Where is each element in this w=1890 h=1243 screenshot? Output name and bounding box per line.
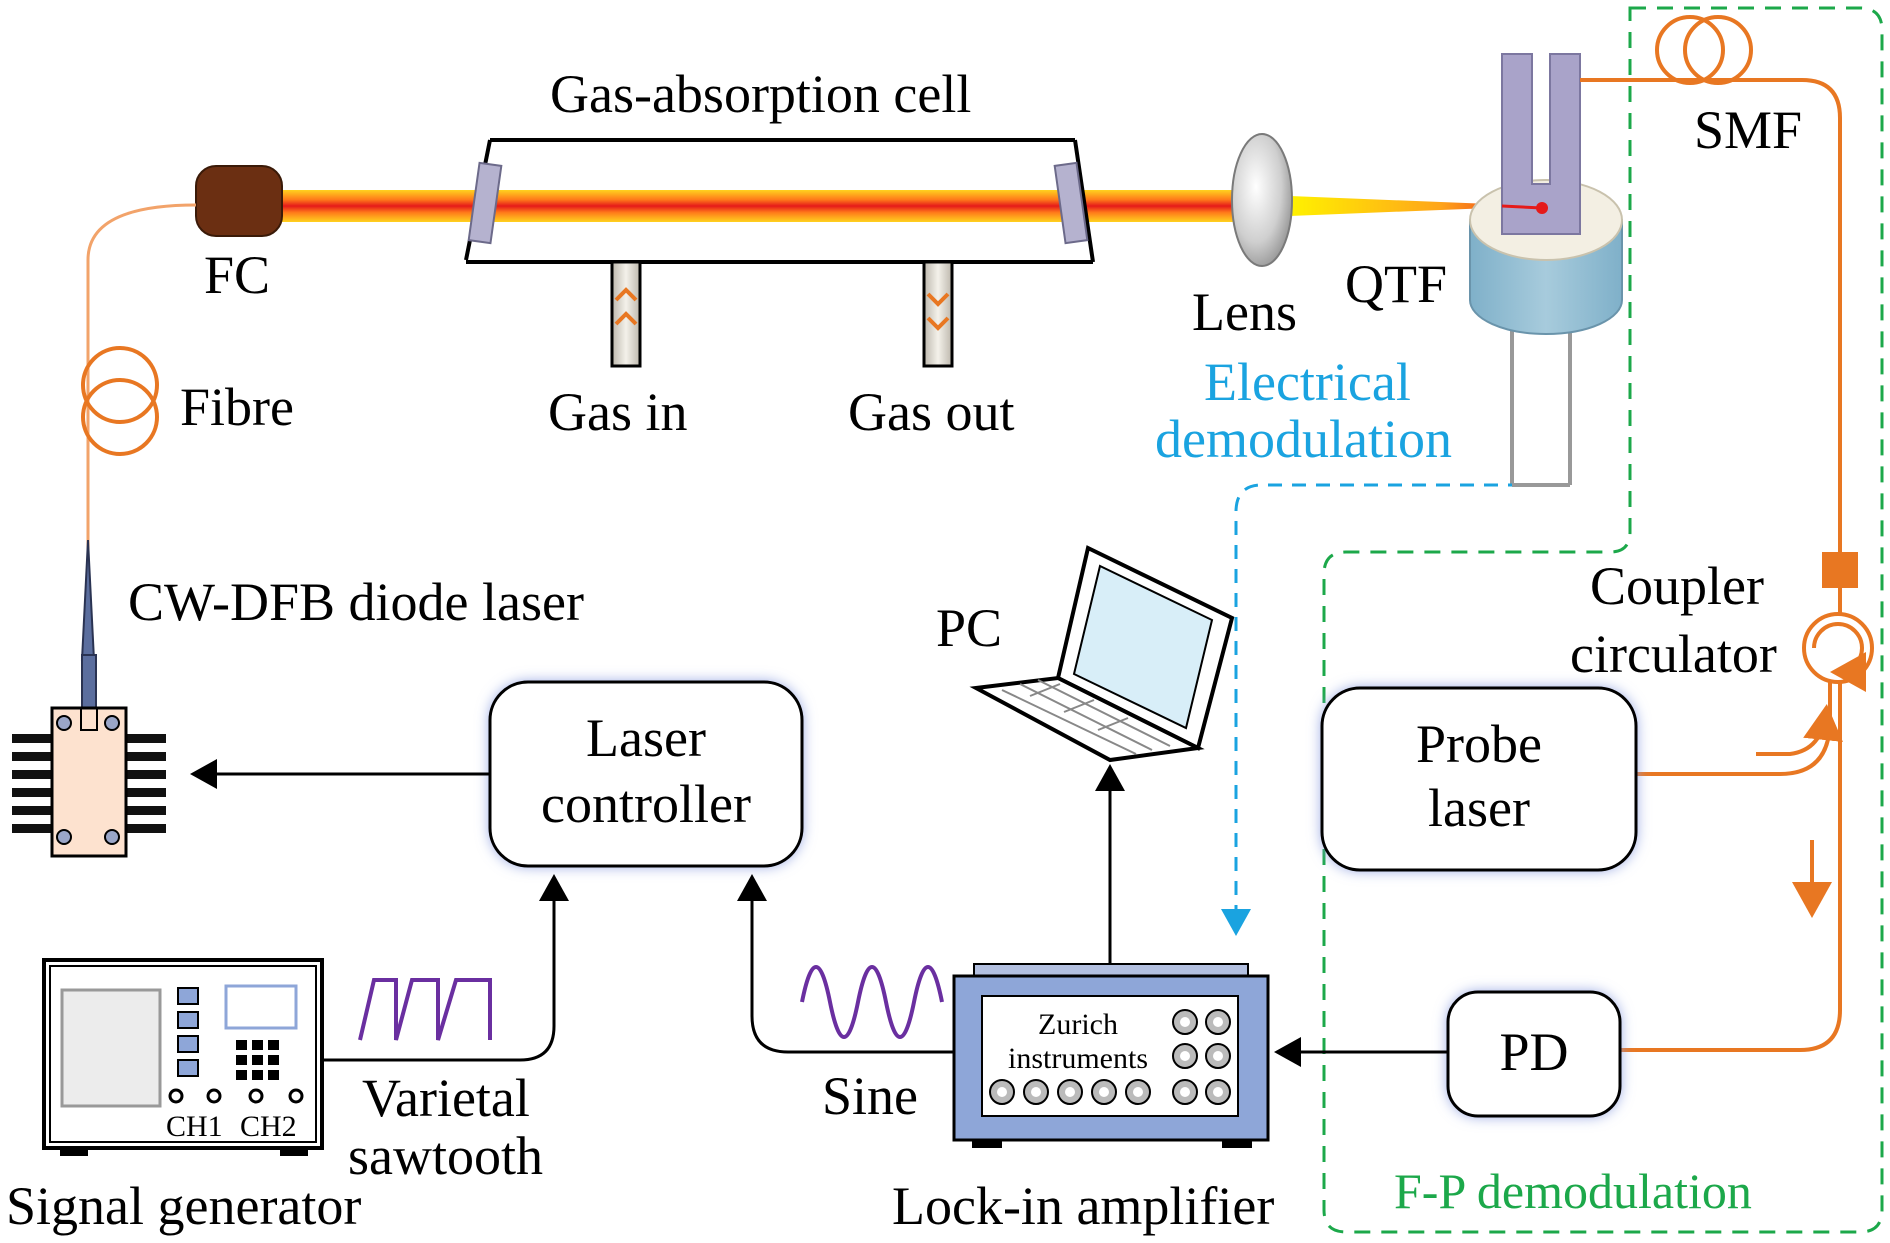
- fp-demod-label: F-P demodulation: [1394, 1163, 1752, 1219]
- coupler-icon: [1822, 552, 1858, 588]
- gas-absorption-cell: [464, 138, 1095, 368]
- signal-generator: [42, 958, 324, 1156]
- gas-in-label: Gas in: [548, 382, 687, 442]
- probe-laser-box: [1320, 686, 1638, 872]
- qtf-label: QTF: [1345, 254, 1447, 314]
- pc-laptop-icon: [969, 545, 1235, 763]
- input-fibre: [86, 203, 197, 560]
- fibre-coil-icon: [81, 346, 159, 456]
- fp-demod-region: [1322, 6, 1884, 1234]
- ch2-label: CH2: [240, 1110, 297, 1143]
- pd-label: PD: [1499, 1022, 1568, 1082]
- varietal-label: Varietal: [362, 1068, 530, 1128]
- coupler-label: Coupler: [1590, 556, 1764, 616]
- lens-label: Lens: [1192, 282, 1297, 342]
- laser-controller-label-2: controller: [541, 774, 751, 834]
- gas-out-label: Gas out: [848, 382, 1014, 442]
- lock-in-amplifier: [952, 963, 1270, 1148]
- laser-controller-label-1: Laser: [586, 708, 706, 768]
- ch1-label: CH1: [166, 1110, 223, 1143]
- sine-waveform: [800, 965, 944, 1039]
- probe-laser-label-1: Probe: [1416, 714, 1542, 774]
- probe-fibre: [1636, 682, 1832, 776]
- qtf-prongs: [1501, 53, 1581, 235]
- circulator-label: circulator: [1570, 624, 1777, 684]
- electrical-demod-label-2: demodulation: [1155, 409, 1452, 469]
- probe-laser-label-2: laser: [1428, 778, 1530, 838]
- gas-out-tube: [922, 260, 954, 368]
- focused-beam: [1290, 196, 1540, 216]
- siggen-to-controller-arrow: [322, 874, 569, 1062]
- pc-label: PC: [936, 598, 1002, 658]
- qtf: [1469, 53, 1623, 485]
- circulator-icon: [1802, 612, 1874, 692]
- cw-dfb-diode-laser: [12, 539, 166, 858]
- pd-box: [1446, 990, 1622, 1118]
- fibre-label: Fibre: [180, 377, 294, 437]
- signal-generator-label: Signal generator: [6, 1176, 361, 1236]
- sawtooth-waveform: [358, 978, 492, 1041]
- smf-label: SMF: [1694, 100, 1802, 160]
- laser-beam: [280, 190, 1240, 222]
- zurich-label-1: Zurich: [1038, 1008, 1118, 1041]
- sawtooth-label: sawtooth: [348, 1126, 543, 1186]
- sine-label: Sine: [822, 1066, 918, 1126]
- cw-dfb-label: CW-DFB diode laser: [128, 572, 584, 632]
- smf-coil-icon: [1655, 15, 1753, 85]
- fc-label: FC: [204, 245, 270, 305]
- lock-in-amplifier-label: Lock-in amplifier: [892, 1176, 1274, 1236]
- gas-cell-title: Gas-absorption cell: [550, 64, 971, 124]
- zurich-label-2: instruments: [1008, 1042, 1148, 1075]
- lockin-to-controller-arrow: [737, 874, 954, 1054]
- probe-direction-arrow: [1756, 704, 1843, 756]
- fibre-collimator: [195, 165, 283, 237]
- lens: [1231, 133, 1293, 267]
- electrical-demod-label-1: Electrical: [1204, 352, 1411, 412]
